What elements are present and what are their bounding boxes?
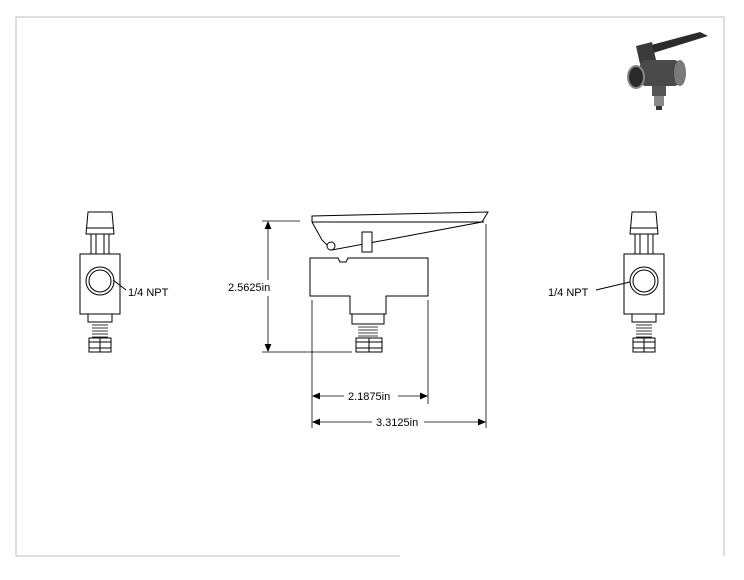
front-view	[309, 211, 489, 353]
overall-width-dimension-label: 3.3125in	[376, 417, 418, 429]
left-thread-label: 1/4 NPT	[128, 287, 169, 299]
dimension-lines	[262, 220, 487, 428]
right-side-view	[595, 211, 665, 353]
isometric-view-thumbnail	[627, 32, 708, 110]
right-thread-label: 1/4 NPT	[548, 287, 589, 299]
inner-width-dimension-label: 2.1875in	[348, 391, 390, 403]
sheet-border	[15, 16, 725, 557]
left-side-view	[79, 211, 127, 353]
height-dimension-label: 2.5625in	[228, 282, 270, 294]
